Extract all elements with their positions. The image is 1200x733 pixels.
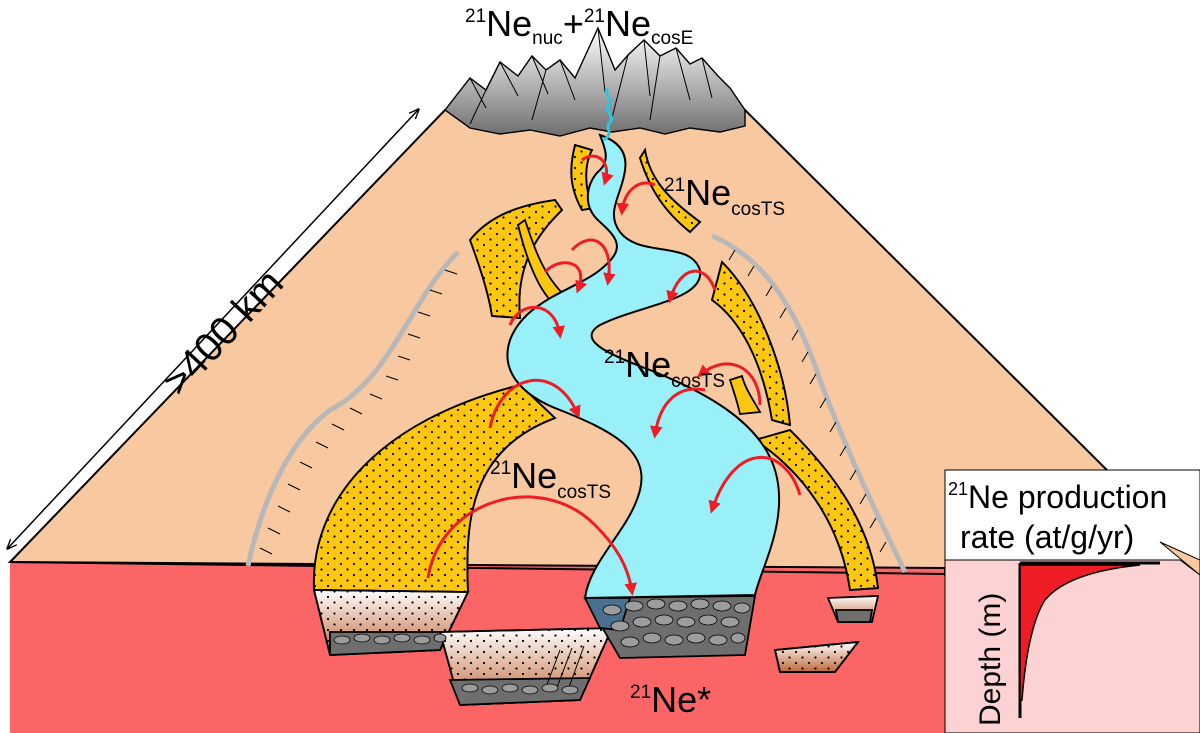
top-plus: + — [563, 3, 584, 44]
top-nuc-base: Ne — [486, 3, 532, 44]
costs-upper-sup: 21 — [664, 175, 685, 196]
costs-upper-base: Ne — [685, 172, 731, 213]
costs-label-upper: 21NecosTS — [664, 172, 785, 220]
inset-pointer — [1159, 541, 1200, 576]
costs-middle-sup: 21 — [604, 347, 625, 368]
top-production-label: 21Nenuc+21NecosE — [465, 3, 693, 49]
basin-right-small-dots — [773, 640, 860, 673]
costs-lower-sub: cosTS — [557, 482, 611, 503]
production-rate-inset: 21Ne production rate (at/g/yr) Depth (m) — [944, 469, 1200, 733]
arrow-2 — [616, 181, 656, 216]
costs-lower-base: Ne — [511, 455, 557, 496]
arrow-8 — [488, 378, 581, 429]
inset-title-line1: 21Ne production — [948, 479, 1167, 515]
top-nuc-sup: 21 — [465, 6, 486, 27]
top-cose-sup: 21 — [584, 6, 605, 27]
river-source — [603, 87, 614, 142]
distance-arrow — [8, 110, 418, 548]
production-curve — [1019, 564, 1141, 701]
inset-title-box — [944, 469, 1200, 576]
arrow-3 — [543, 261, 588, 294]
inset-title-text: Ne production — [968, 479, 1167, 515]
summit-range — [444, 26, 746, 137]
top-nuc-sub: nuc — [532, 28, 563, 49]
ne-star-base: Ne* — [651, 679, 711, 720]
sediment-arrows — [426, 154, 802, 596]
inset-title-sup: 21 — [948, 479, 968, 499]
costs-middle-base: Ne — [625, 344, 671, 385]
arrow-4 — [508, 306, 565, 339]
terrace-right-hatch — [728, 249, 887, 553]
inset-title-line2: rate (at/g/yr) — [960, 519, 1134, 555]
ne-star-label: 21Ne* — [630, 679, 711, 720]
costs-lower-sup: 21 — [490, 458, 511, 479]
basin-middle-foresets — [544, 645, 585, 691]
arrow-9 — [650, 387, 706, 439]
arrow-1 — [581, 154, 614, 186]
arrow-11 — [426, 495, 637, 596]
costs-upper-sub: cosTS — [731, 199, 785, 220]
fan-right-lower-dots — [752, 428, 880, 591]
costs-label-middle: 21NecosTS — [604, 344, 725, 392]
top-cose-base: Ne — [605, 3, 651, 44]
fan-right-mid2 — [728, 374, 762, 415]
arrow-5 — [570, 238, 616, 286]
terrace-right-outer — [711, 233, 908, 574]
ne-star-sup: 21 — [630, 682, 651, 703]
summit-ridges — [469, 27, 713, 125]
inset-y-label: Depth (m) — [974, 593, 1007, 726]
top-cose-sub: cosE — [651, 28, 693, 49]
gravel-texture — [333, 598, 751, 695]
fan-right-middle-dots — [710, 260, 792, 427]
arrow-10 — [708, 456, 802, 514]
costs-label-lower: 21NecosTS — [490, 455, 611, 503]
costs-middle-sub: cosTS — [671, 371, 725, 392]
basin-surface-line — [9, 561, 946, 575]
basin-right-mini-gravel — [834, 609, 874, 623]
arrow-6 — [666, 269, 717, 304]
fan-top-right-dots — [639, 147, 702, 234]
arrow-7 — [697, 362, 762, 406]
